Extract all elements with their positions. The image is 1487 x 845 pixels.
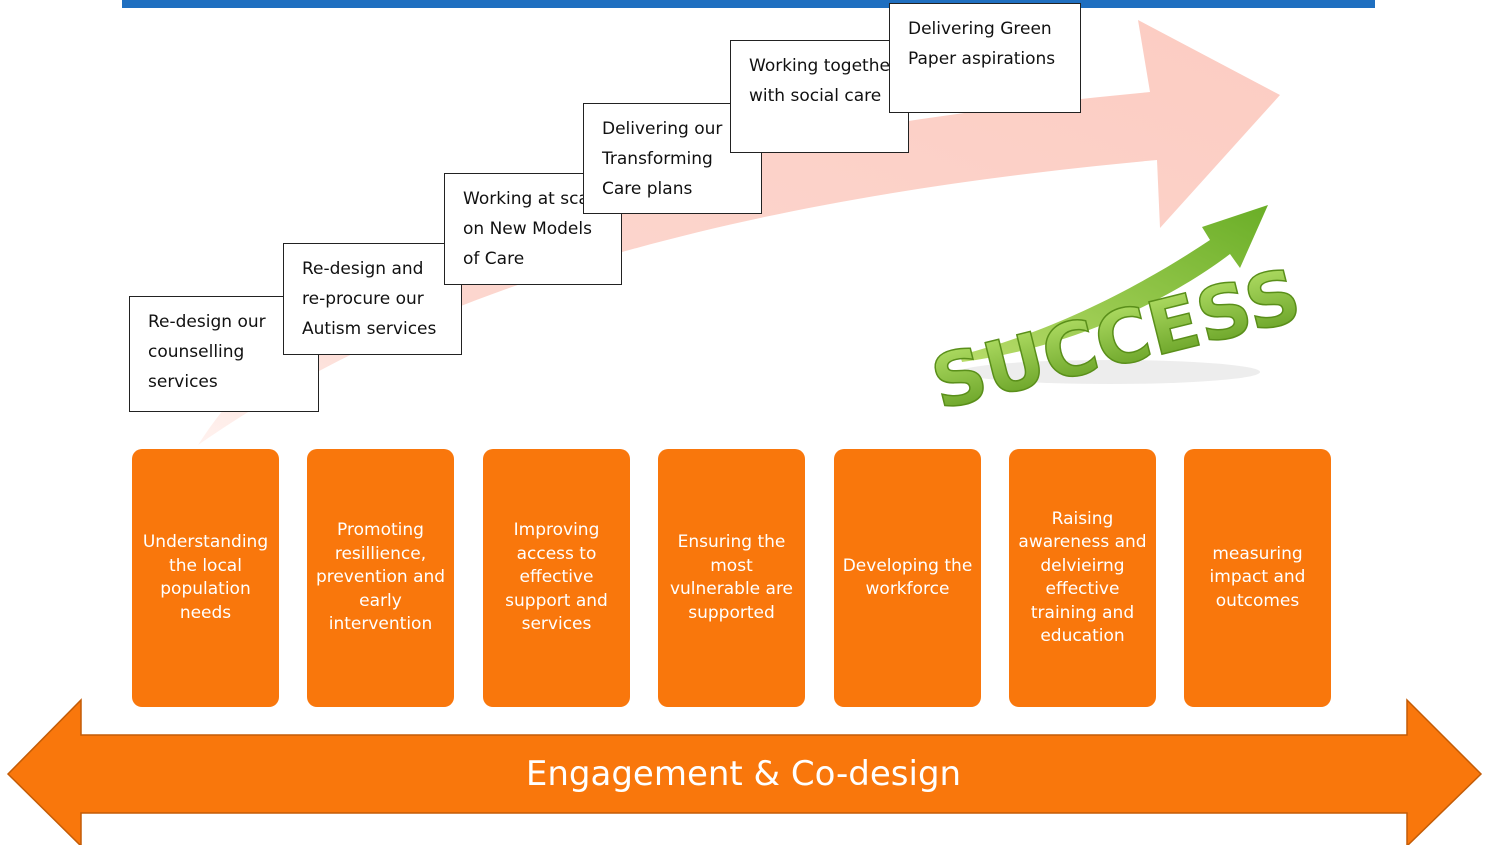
step-label-4: Delivering our Transforming Care plans (602, 119, 723, 199)
success-text: SUCCESS (923, 253, 1308, 427)
pillar-label-3: Improving access to effective support an… (505, 520, 608, 635)
step-label-3: Working at scale on New Models of Care (463, 189, 605, 269)
progress-arrow (198, 20, 1280, 445)
pillar-6: Raising awareness and delvieirng effecti… (1009, 449, 1156, 707)
engagement-label: Engagement & Co-design (525, 754, 962, 794)
success-rising-arrow (960, 205, 1268, 362)
pillar-4: Ensuring the most vulnerable are support… (658, 449, 805, 707)
step-box-2: Re-design and re-procure our Autism serv… (283, 243, 462, 355)
pillar-label-6: Raising awareness and delvieirng effecti… (1018, 508, 1147, 647)
pillar-label-1: Understanding the local population needs (142, 532, 269, 623)
success-graphic: SUCCESS (923, 205, 1310, 428)
pillar-label-5: Developing the workforce (842, 555, 973, 600)
pillar-7: measuring impact and outcomes (1184, 449, 1331, 707)
pillar-5: Developing the workforce (834, 449, 981, 707)
step-label-2: Re-design and re-procure our Autism serv… (302, 259, 437, 339)
pillar-label-4: Ensuring the most vulnerable are support… (669, 532, 794, 623)
step-box-6: Delivering Green Paper aspirations (889, 3, 1081, 113)
step-label-6: Delivering Green Paper aspirations (908, 19, 1056, 69)
success-shadow (960, 360, 1260, 384)
pillar-1: Understanding the local population needs (132, 449, 279, 707)
step-label-1: Re-design our counselling services (148, 312, 266, 392)
pillar-label-7: measuring impact and outcomes (1209, 543, 1306, 611)
step-box-5: Working together with social care (730, 40, 909, 153)
engagement-arrow (6, 698, 1483, 845)
step-label-5: Working together with social care (749, 56, 897, 106)
pillar-label-2: Promoting resillience, prevention and ea… (315, 520, 446, 635)
header-bar (122, 0, 1375, 8)
pillar-2: Promoting resillience, prevention and ea… (307, 449, 454, 707)
pillar-3: Improving access to effective support an… (483, 449, 630, 707)
